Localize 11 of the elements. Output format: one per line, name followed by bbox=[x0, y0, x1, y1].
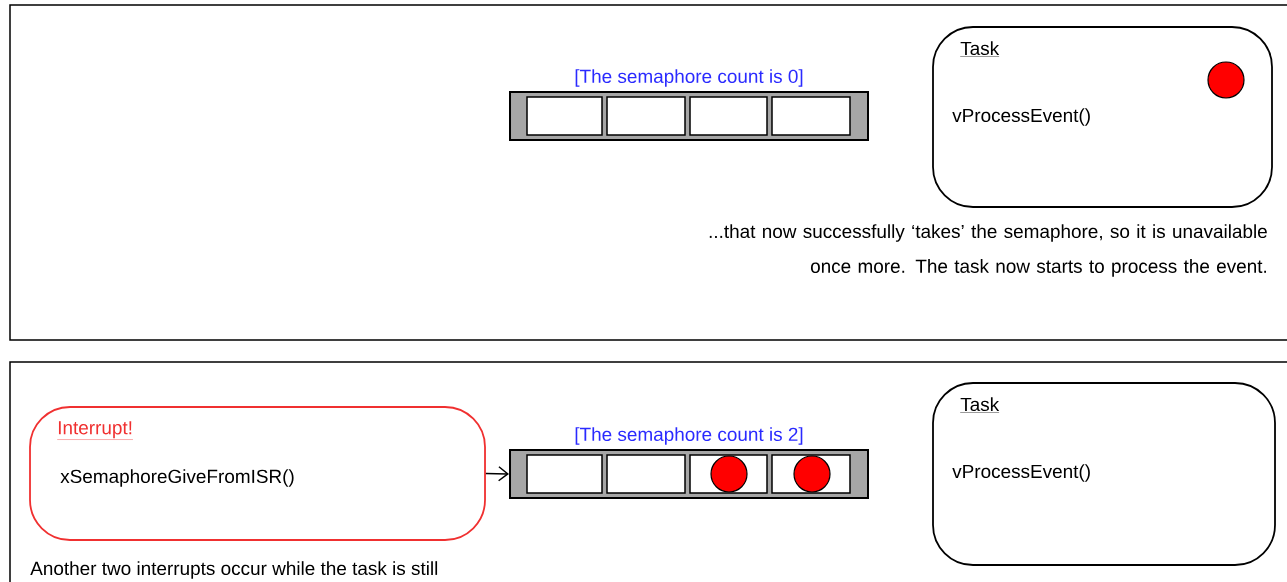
node-label: vProcessEvent() bbox=[952, 108, 1090, 126]
panel-frame bbox=[9, 4, 1287, 341]
count-label: [The semaphore count is 2] bbox=[575, 427, 803, 445]
count-label: [The semaphore count is 0] bbox=[575, 69, 803, 87]
arrow bbox=[485, 466, 509, 482]
task-box: Task vProcessEvent() bbox=[932, 382, 1276, 566]
panel-frame bbox=[9, 361, 1287, 582]
caption-text: Another two interrupts occur while the task is still bbox=[30, 561, 438, 579]
task-box: Task vProcessEvent() bbox=[932, 26, 1273, 208]
node-label: Task bbox=[960, 41, 1000, 56]
interrupt-box: Interrupt! xSemaphoreGiveFromISR() bbox=[29, 406, 486, 541]
